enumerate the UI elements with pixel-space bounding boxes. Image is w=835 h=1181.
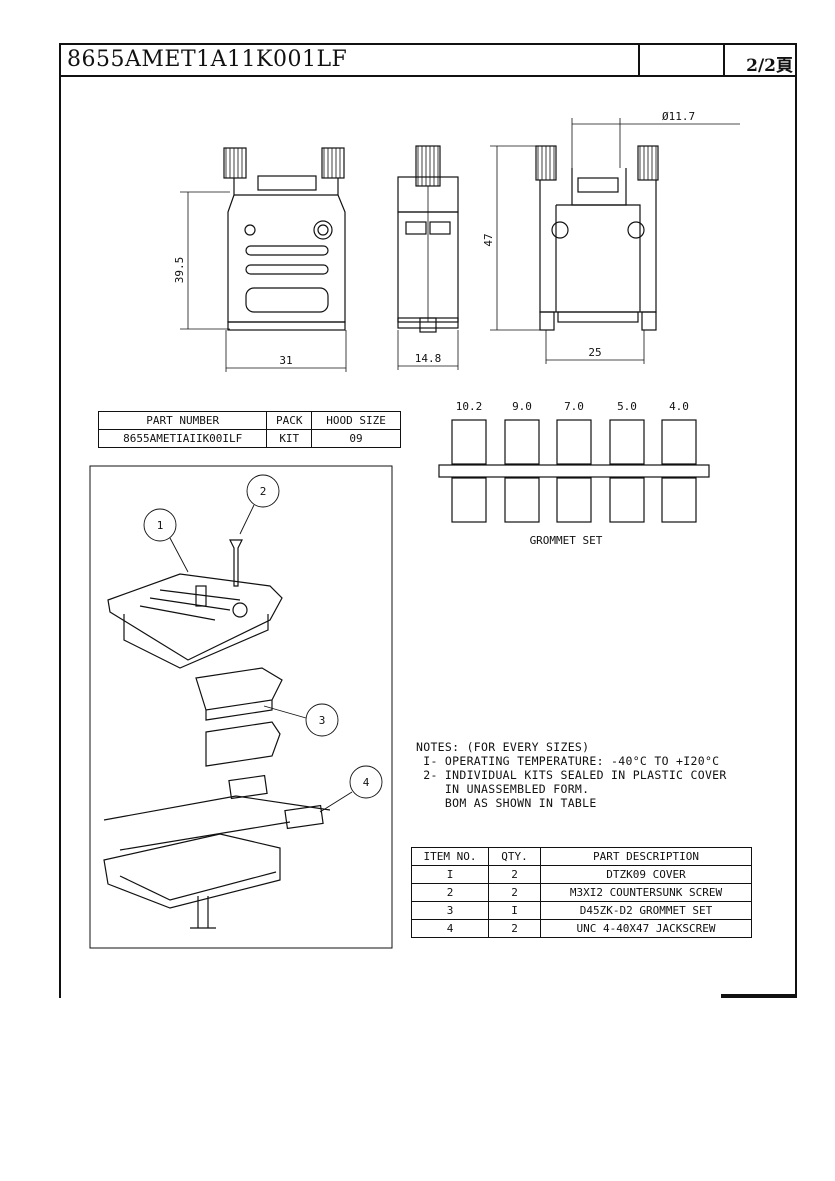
grommet-size-5: 4.0: [669, 400, 689, 413]
part-table-header: PACK: [266, 411, 313, 430]
front-view: [223, 147, 346, 331]
callout-3: 3: [319, 714, 326, 727]
dim-diameter: Ø11.7: [662, 110, 695, 123]
bom-cell: M3XI2 COUNTERSUNK SCREW: [540, 883, 752, 902]
callout-4: 4: [363, 776, 370, 789]
bom-cell: I: [411, 865, 489, 884]
bom-cell: I: [488, 901, 541, 920]
table-row: 3 I D45ZK-D2 GROMMET SET: [411, 901, 752, 920]
rear-view: [535, 145, 659, 331]
drawing-title: 8655AMET1A11K001LF: [67, 47, 348, 72]
bom-cell: 3: [411, 901, 489, 920]
bom-cell: 2: [488, 865, 541, 884]
part-number-table: PART NUMBER PACK HOOD SIZE 8655AMETIAIIK…: [97, 411, 401, 448]
bom-header: QTY.: [488, 847, 541, 866]
notes-line: I- OPERATING TEMPERATURE: -40°C TO +I20°…: [416, 754, 720, 768]
dimension-lines: [180, 118, 740, 372]
side-view: [397, 145, 459, 333]
callout-1: 1: [157, 519, 164, 532]
grommet-size-4: 5.0: [617, 400, 637, 413]
dim-front-height: 39.5: [173, 257, 186, 284]
table-row: 4 2 UNC 4-40X47 JACKSCREW: [411, 919, 752, 938]
grommet-size-1: 10.2: [456, 400, 483, 413]
part-table-header: PART NUMBER: [97, 411, 268, 430]
dim-front-width: 31: [279, 354, 292, 367]
dim-side-width: 14.8: [415, 352, 442, 365]
grommet-size-3: 7.0: [564, 400, 584, 413]
grommet-set-label: GROMMET SET: [530, 534, 603, 547]
dim-rear-width: 25: [588, 346, 601, 359]
bom-cell: 4: [411, 919, 489, 938]
bom-cell: 2: [411, 883, 489, 902]
table-row: I 2 DTZK09 COVER: [411, 865, 752, 884]
bom-header: PART DESCRIPTION: [540, 847, 752, 866]
dim-rear-height: 47: [482, 233, 495, 246]
drawing-frame: 8655AMET1A11K001LF 2/2頁: [59, 43, 797, 998]
table-row: 2 2 M3XI2 COUNTERSUNK SCREW: [411, 883, 752, 902]
part-table-header: HOOD SIZE: [311, 411, 401, 430]
callout-leaders: [143, 474, 383, 813]
exploded-view: [103, 539, 331, 929]
title-block-blank-cell: [638, 45, 723, 75]
notes-line: IN UNASSEMBLED FORM.: [416, 782, 590, 796]
notes-line: 2- INDIVIDUAL KITS SEALED IN PLASTIC COV…: [416, 768, 727, 782]
notes-block: NOTES: (FOR EVERY SIZES) I- OPERATING TE…: [416, 740, 727, 810]
notes-line: NOTES: (FOR EVERY SIZES): [416, 740, 590, 754]
part-table-cell: KIT: [266, 429, 313, 448]
notes-line: BOM AS SHOWN IN TABLE: [416, 796, 597, 810]
frame-bottom-mark: [721, 994, 797, 998]
bom-cell: 2: [488, 919, 541, 938]
exploded-view-frame: [89, 465, 393, 949]
grommet-set-drawing: [438, 419, 710, 523]
bom-header: ITEM NO.: [411, 847, 489, 866]
bom-cell: UNC 4-40X47 JACKSCREW: [540, 919, 752, 938]
grommet-size-2: 9.0: [512, 400, 532, 413]
bom-cell: D45ZK-D2 GROMMET SET: [540, 901, 752, 920]
page-cell: 2/2頁: [723, 45, 797, 76]
part-table-cell: 8655AMETIAIIK00ILF: [97, 429, 268, 448]
part-table-cell: 09: [311, 429, 401, 448]
bom-table: ITEM NO. QTY. PART DESCRIPTION I 2 DTZK0…: [411, 847, 752, 938]
bom-cell: 2: [488, 883, 541, 902]
bom-cell: DTZK09 COVER: [540, 865, 752, 884]
title-block: 8655AMET1A11K001LF 2/2頁: [61, 45, 795, 77]
callout-2: 2: [260, 485, 267, 498]
page-number: 2/2頁: [746, 56, 793, 76]
